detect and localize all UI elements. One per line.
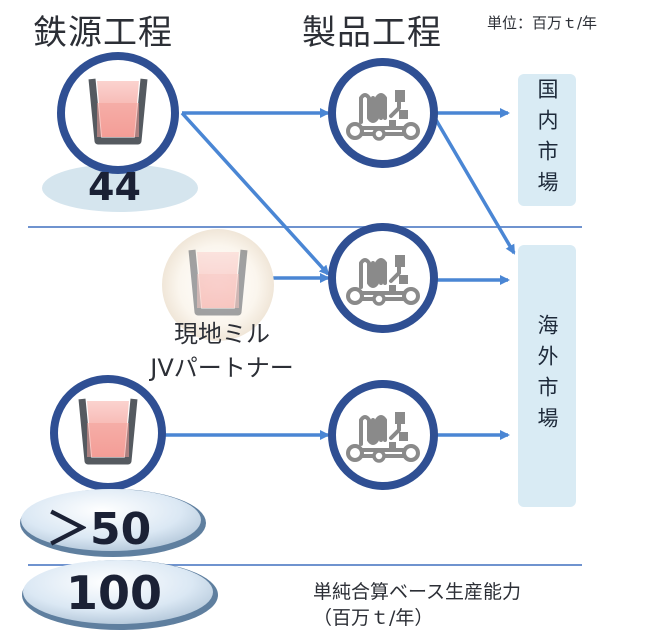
ladle-icon	[82, 399, 134, 461]
arrow-iron1-to-mill2	[180, 111, 330, 276]
footnote-line1: 単純合算ベース生産能力	[313, 581, 522, 603]
jv-label: 現地ミル JVパートナー	[122, 317, 322, 385]
value-100-oval	[23, 560, 213, 624]
value-50-oval	[21, 489, 201, 551]
header-iron-source: 鉄源工程	[33, 13, 173, 53]
ladle-icon	[192, 250, 244, 312]
total-capacity-value: 100	[66, 566, 163, 620]
arrow-mill1-to-overseas	[430, 112, 516, 255]
overseas-capacity-value: ＞50	[46, 504, 152, 555]
domestic-market-label: 国内市場	[535, 78, 559, 202]
footnote-line2: （百万ｔ/年）	[313, 607, 434, 629]
unit-label: 単位：百万ｔ/年	[487, 14, 598, 32]
domestic-capacity-value: 44	[88, 165, 141, 209]
jv-label-line2: JVパートナー	[150, 354, 294, 382]
overseas-market-label: 海外市場	[535, 314, 559, 438]
overseas-market-box: 海外市場	[518, 245, 576, 507]
flow-arrows	[162, 108, 516, 440]
ladle-icon	[92, 79, 144, 141]
jv-label-line1: 現地ミル	[174, 320, 270, 348]
header-product: 製品工程	[302, 13, 442, 53]
value-44-oval	[42, 164, 198, 212]
domestic-market-box: 国内市場	[518, 74, 576, 206]
